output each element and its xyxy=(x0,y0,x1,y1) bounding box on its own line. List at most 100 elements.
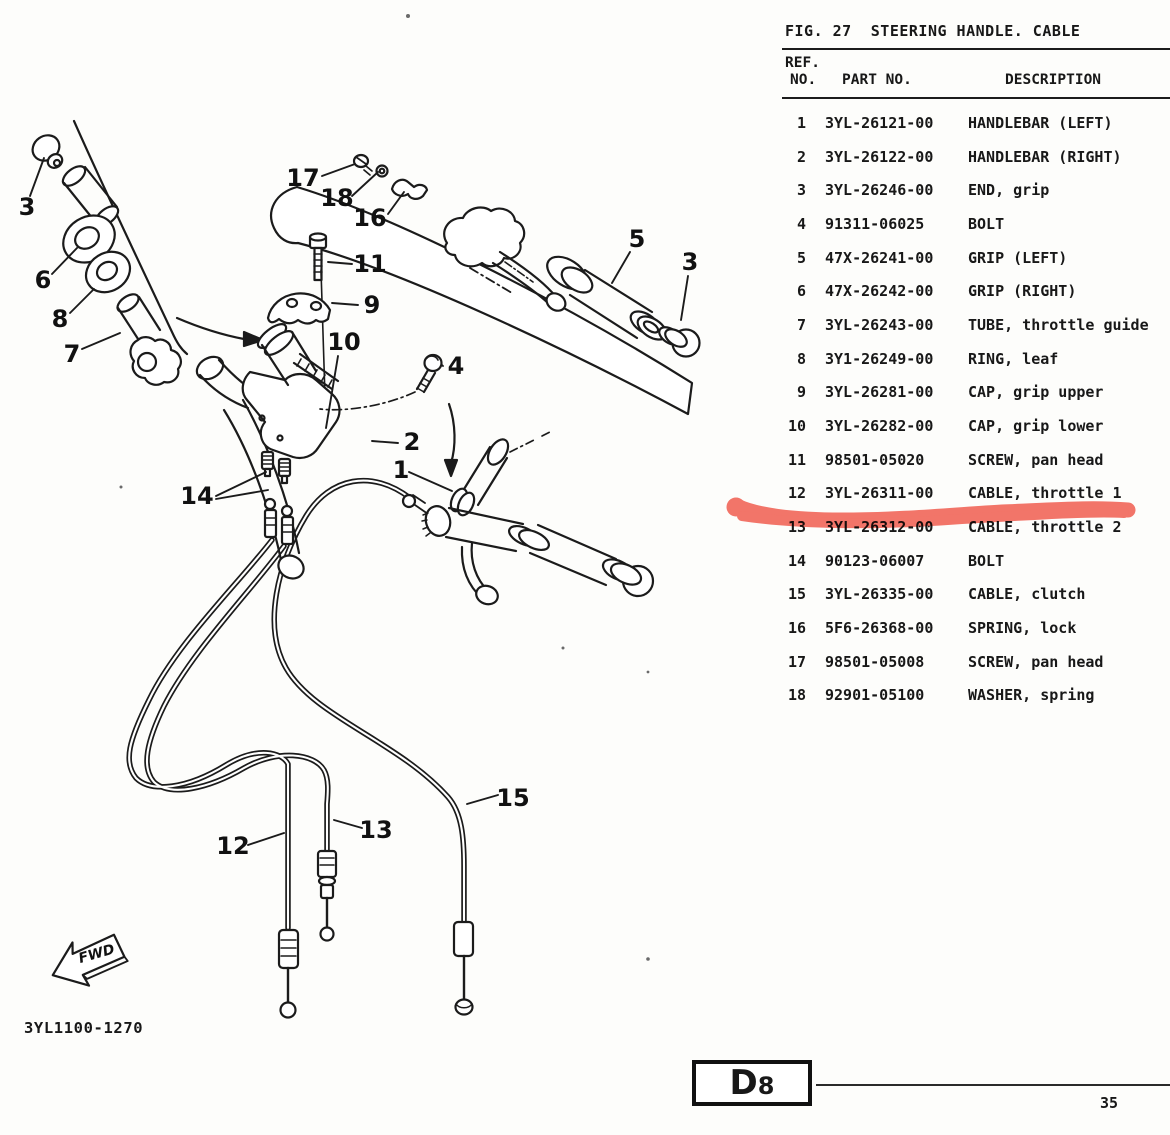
header-description: DESCRIPTION xyxy=(1005,72,1102,88)
table-row: 15 3YL-26335-00 CABLE, clutch xyxy=(782,583,1170,617)
table-row: 14 90123-06007 BOLT xyxy=(782,550,1170,584)
bolt-4 xyxy=(319,353,443,411)
callout-5: 5 xyxy=(629,225,646,253)
section-tab: D 8 xyxy=(692,1060,812,1106)
bolts-14 xyxy=(260,450,292,485)
row-desc: SCREW, pan head xyxy=(968,652,1104,671)
table-rule-header xyxy=(782,97,1170,99)
callout-16: 16 xyxy=(353,204,386,232)
table-row: 12 3YL-26311-00 CABLE, throttle 1 xyxy=(782,482,1170,516)
row-part: 3YL-26312-00 xyxy=(825,517,934,536)
exploded-parts-diagram: FWD 3 6 8 7 17 1 xyxy=(19,14,701,1019)
callout-10: 10 xyxy=(327,328,360,356)
header-ref-line1: REF. xyxy=(785,55,820,71)
table-row: 17 98501-05008 SCREW, pan head xyxy=(782,651,1170,685)
callout-1: 1 xyxy=(393,456,410,484)
row-ref: 12 xyxy=(787,484,806,503)
throttle-guide-tube-7 xyxy=(116,293,182,386)
cable-end-12 xyxy=(277,928,300,1019)
row-part: 3Y1-26249-00 xyxy=(825,349,934,368)
row-desc: END, grip xyxy=(968,181,1050,200)
row-part: 3YL-26311-00 xyxy=(825,484,934,503)
row-part: 91311-06025 xyxy=(825,214,925,233)
print-specks xyxy=(119,14,650,961)
table-row: 11 98501-05020 SCREW, pan head xyxy=(782,449,1170,483)
leaf-ring-8 xyxy=(84,250,132,294)
cable-end-15 xyxy=(452,920,475,1016)
row-ref: 16 xyxy=(787,618,806,637)
row-part: 92901-05100 xyxy=(825,686,925,705)
row-desc: HANDLEBAR (LEFT) xyxy=(968,114,1113,132)
parts-rows: 1 3YL-26121-00 HANDLEBAR (LEFT) 2 3YL-26… xyxy=(782,112,1170,718)
drawing-code: 3YL1100-1270 xyxy=(24,1019,144,1037)
header-part-no: PART NO. xyxy=(842,72,912,88)
row-ref: 10 xyxy=(787,416,806,435)
callout-11: 11 xyxy=(353,250,386,278)
washer-18 xyxy=(375,164,389,178)
callout-13: 13 xyxy=(359,816,392,844)
row-part: 3YL-26122-00 xyxy=(825,147,934,166)
throttle-grip-assembly xyxy=(401,402,655,606)
row-part: 47X-26242-00 xyxy=(825,282,934,301)
table-row: 10 3YL-26282-00 CAP, grip lower xyxy=(782,415,1170,449)
row-desc: CAP, grip upper xyxy=(968,383,1104,402)
row-part: 3YL-26335-00 xyxy=(825,585,934,604)
row-part: 47X-26241-00 xyxy=(825,248,934,267)
row-ref: 11 xyxy=(787,450,806,469)
cable-end-13 xyxy=(316,849,338,942)
row-desc: RING, leaf xyxy=(968,349,1059,368)
grip-5 xyxy=(546,255,668,341)
table-row: 6 47X-26242-00 GRIP (RIGHT) xyxy=(782,280,1170,314)
figure-title: FIG. 27 STEERING HANDLE. CABLE xyxy=(785,22,1081,40)
grip-end-3-right xyxy=(658,326,701,358)
row-ref: 2 xyxy=(796,147,806,166)
row-desc: CAP, grip lower xyxy=(968,416,1104,435)
row-desc: WASHER, spring xyxy=(968,686,1095,705)
grip-end-3-left xyxy=(31,134,64,169)
callout-15: 15 xyxy=(496,784,529,812)
header-ref-line2: NO. xyxy=(790,72,817,88)
row-ref: 1 xyxy=(796,114,806,132)
row-desc: TUBE, throttle guide xyxy=(968,315,1149,334)
row-part: 3YL-26281-00 xyxy=(825,383,934,402)
section-code-sub: 8 xyxy=(757,1072,775,1100)
row-ref: 17 xyxy=(787,652,806,671)
table-row: 4 91311-06025 BOLT xyxy=(782,213,1170,247)
row-ref: 6 xyxy=(796,282,806,301)
row-part: 3YL-26246-00 xyxy=(825,181,934,200)
row-part: 3YL-26282-00 xyxy=(825,416,934,435)
row-desc: SPRING, lock xyxy=(968,618,1077,637)
cable-adjusters xyxy=(263,497,295,546)
row-part: 98501-05008 xyxy=(825,652,925,671)
row-ref: 14 xyxy=(787,551,806,570)
lock-spring-16 xyxy=(390,178,429,200)
callout-12: 12 xyxy=(216,832,249,860)
switch-housing-assembly xyxy=(195,323,341,580)
row-part: 3YL-26243-00 xyxy=(825,315,934,334)
table-row: 7 3YL-26243-00 TUBE, throttle guide xyxy=(782,314,1170,348)
table-row: 3 3YL-26246-00 END, grip xyxy=(782,179,1170,213)
row-desc: GRIP (RIGHT) xyxy=(968,282,1077,301)
section-code-main: D xyxy=(729,1063,758,1103)
row-desc: SCREW, pan head xyxy=(968,450,1104,469)
row-desc: CABLE, throttle 1 xyxy=(968,484,1122,503)
table-row: 18 92901-05100 WASHER, spring xyxy=(782,684,1170,718)
table-row: 1 3YL-26121-00 HANDLEBAR (LEFT) xyxy=(782,112,1170,146)
cables xyxy=(126,477,467,931)
callout-4: 4 xyxy=(448,352,465,380)
parts-table: FIG. 27 STEERING HANDLE. CABLE REF. NO. … xyxy=(782,0,1170,760)
row-ref: 15 xyxy=(787,585,806,604)
row-ref: 8 xyxy=(796,349,806,368)
row-ref: 13 xyxy=(787,517,806,536)
row-desc: HANDLEBAR (RIGHT) xyxy=(968,147,1122,166)
callout-3-left: 3 xyxy=(19,193,36,221)
callout-14: 14 xyxy=(180,482,213,510)
row-desc: CABLE, throttle 2 xyxy=(968,517,1122,536)
fwd-arrow: FWD xyxy=(51,933,129,987)
row-desc: GRIP (LEFT) xyxy=(968,248,1068,267)
row-ref: 9 xyxy=(796,383,806,402)
screw-11 xyxy=(308,232,328,282)
table-row: 16 5F6-26368-00 SPRING, lock xyxy=(782,617,1170,651)
row-part: 98501-05020 xyxy=(825,450,925,469)
callout-18: 18 xyxy=(320,184,353,212)
